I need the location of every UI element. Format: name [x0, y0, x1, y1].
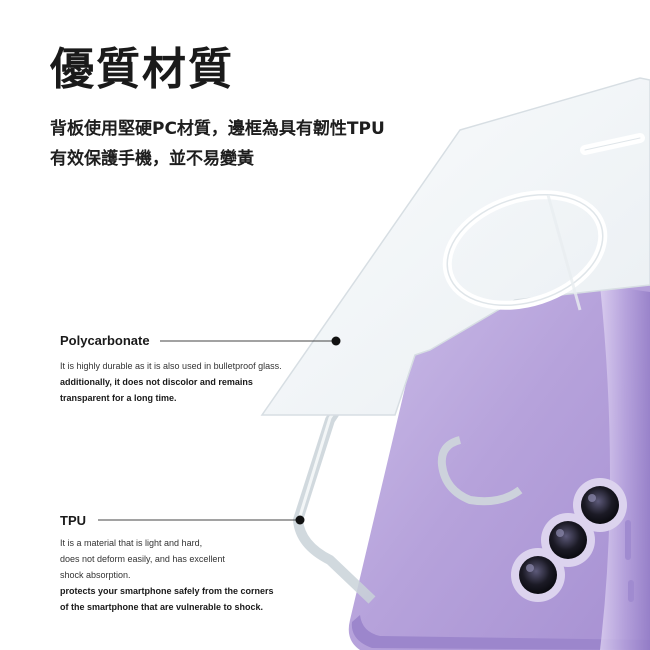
description-line: shock absorption.	[60, 570, 131, 580]
camera-module	[511, 478, 627, 602]
description-line: does not deform easily, and has excellen…	[60, 554, 225, 564]
description-line: of the smartphone that are vulnerable to…	[60, 602, 264, 612]
tpu-pointer-dot	[295, 515, 305, 525]
polycarbonate-description: It is highly durable as it is also used …	[60, 358, 282, 406]
description-line: transparent for a long time.	[60, 393, 177, 403]
description-line: additionally, it does not discolor and r…	[60, 377, 253, 387]
polycarbonate-pointer-dot	[331, 336, 341, 346]
polycarbonate-label: Polycarbonate	[60, 333, 150, 348]
subtitle-line: 背板使用堅硬PC材質，邊框為具有韌性TPU	[50, 119, 385, 139]
tpu-label: TPU	[60, 513, 86, 528]
page-subtitle: 背板使用堅硬PC材質，邊框為具有韌性TPU 有效保護手機，並不易變黃	[50, 114, 385, 174]
description-line: It is highly durable as it is also used …	[60, 361, 282, 371]
page-title: 優質材質	[50, 44, 234, 95]
tpu-description: It is a material that is light and hard,…	[60, 535, 274, 615]
description-line: protects your smartphone safely from the…	[60, 586, 274, 596]
subtitle-line: 有效保護手機，並不易變黃	[50, 149, 254, 169]
description-line: It is a material that is light and hard,	[60, 538, 203, 548]
pc-back-plate	[260, 77, 650, 416]
